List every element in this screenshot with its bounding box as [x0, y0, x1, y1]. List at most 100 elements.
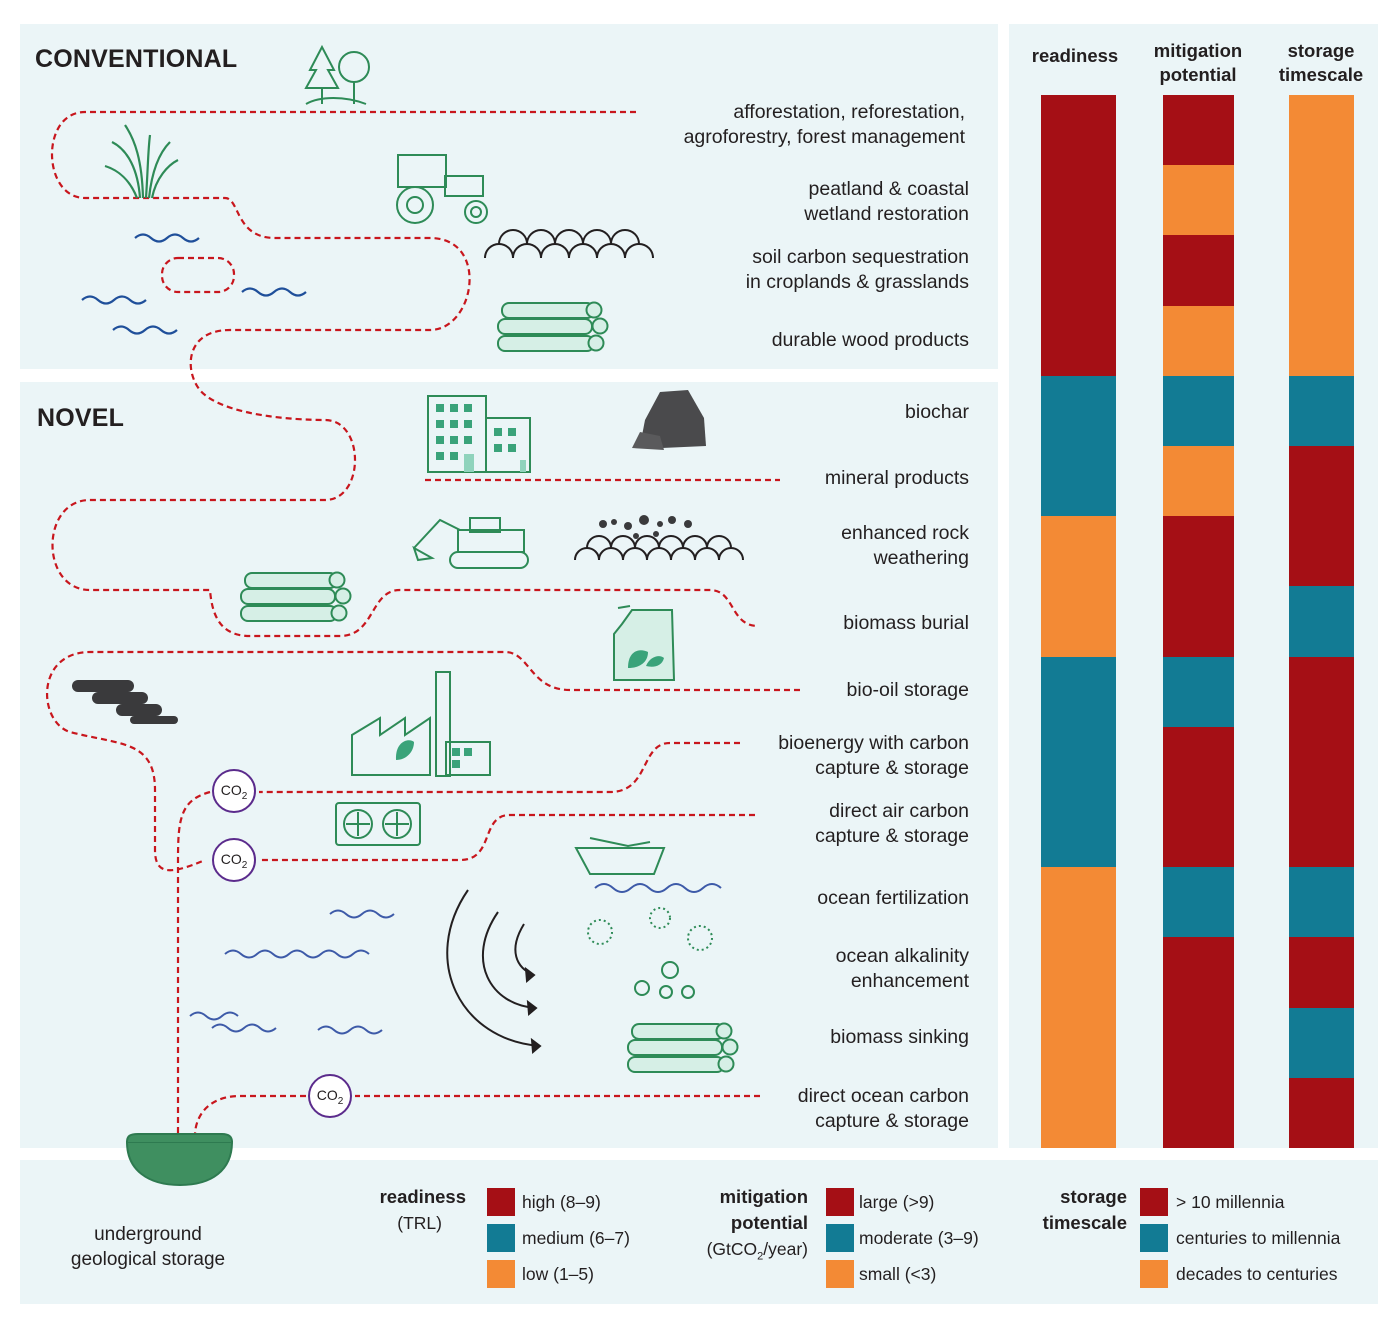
novel-panel — [20, 382, 998, 1148]
rating-cell-readiness-mineral — [1041, 446, 1116, 516]
co2-bubble-daccs: CO2 — [212, 838, 256, 882]
rating-cell-storage-oceanfert — [1289, 867, 1354, 937]
pathway-beccs-down — [176, 790, 211, 1135]
rating-cell-storage-mineral — [1289, 446, 1354, 516]
method-wood: durable wood products — [771, 329, 969, 351]
rating-cell-readiness-sinking — [1041, 1008, 1116, 1078]
rating-cell-mitigation-wood — [1163, 306, 1234, 376]
rating-cell-readiness-wood — [1041, 306, 1116, 376]
legend-swatch-large — [826, 1188, 854, 1216]
fan-box-icon — [335, 802, 421, 846]
legend-swatch-high — [487, 1188, 515, 1216]
rating-cell-mitigation-burial — [1163, 586, 1234, 657]
rating-cell-readiness-beccs — [1041, 727, 1116, 797]
pathway-beccs — [259, 741, 740, 794]
rating-cell-storage-rock — [1289, 516, 1354, 586]
legend-label-large: large (>9) — [859, 1192, 935, 1212]
rock-icon — [632, 390, 706, 450]
legend-swatch-medium — [487, 1224, 515, 1252]
rating-cell-storage-biooil — [1289, 657, 1354, 727]
dashed-capsule — [160, 256, 236, 294]
geological-storage-icon — [125, 1133, 234, 1187]
rating-cell-mitigation-daccs — [1163, 797, 1234, 867]
rating-cell-mitigation-beccs — [1163, 727, 1234, 797]
rating-cell-mitigation-peatland — [1163, 165, 1234, 235]
rating-cell-readiness-rock — [1041, 516, 1116, 586]
legend-label-high: high (8–9) — [522, 1192, 601, 1212]
rating-cell-mitigation-doccs — [1163, 1078, 1234, 1148]
rating-cell-mitigation-oae — [1163, 937, 1234, 1008]
ocean-wave-icons — [189, 883, 722, 1035]
method-afforestation: afforestation, reforestation,agroforestr… — [683, 101, 965, 148]
legend-swatch-small — [826, 1260, 854, 1288]
factory-icon — [351, 671, 491, 777]
rating-cell-storage-wood — [1289, 306, 1354, 376]
tractor-icon — [396, 154, 488, 224]
weathering-icon — [574, 515, 744, 561]
legend-label-moderate: moderate (3–9) — [859, 1228, 979, 1248]
method-biochar: biochar — [905, 401, 969, 423]
method-mineral: mineral products — [824, 467, 969, 489]
rating-cell-mitigation-afforestation — [1163, 95, 1234, 165]
rating-cell-readiness-oceanfert — [1041, 867, 1116, 937]
bar-readiness — [1041, 95, 1116, 1148]
rating-cell-storage-sinking — [1289, 1008, 1354, 1078]
legend-mitigation-sub: (GtCO2/year) — [706, 1239, 808, 1263]
circulation-arrows-icon — [446, 889, 542, 1055]
rating-cell-mitigation-soil — [1163, 235, 1234, 306]
rating-cell-mitigation-biooil — [1163, 657, 1234, 727]
legend-swatch-centuries-millennia — [1140, 1224, 1168, 1252]
pathway-biooil — [45, 650, 800, 872]
rating-cell-storage-doccs — [1289, 1078, 1354, 1148]
wave-icons — [81, 233, 307, 335]
novel-title: NOVEL — [37, 404, 125, 432]
smoke-icon — [72, 680, 178, 724]
rating-cell-storage-afforestation — [1289, 95, 1354, 165]
legend-readiness-title: readiness — [379, 1186, 466, 1207]
column-header-readiness: readiness — [1031, 45, 1119, 66]
buildings-icon — [427, 395, 531, 473]
excavator-icon — [412, 517, 529, 569]
rating-cell-readiness-burial — [1041, 586, 1116, 657]
legend-label-decades-centuries: decades to centuries — [1176, 1264, 1338, 1284]
legend-swatch-decades-centuries — [1140, 1260, 1168, 1288]
legend-swatch-moderate — [826, 1224, 854, 1252]
rating-cell-storage-oae — [1289, 937, 1354, 1008]
soil-icon — [484, 229, 654, 259]
plankton-icon — [587, 907, 713, 999]
rating-cell-readiness-oae — [1041, 937, 1116, 1008]
boat-icon — [574, 837, 666, 875]
legend-swatch-millennia — [1140, 1188, 1168, 1216]
rating-cell-storage-biochar — [1289, 376, 1354, 446]
pathway-daccs — [259, 813, 755, 862]
jerrycan-icon — [613, 605, 676, 681]
co2-bubble-beccs: CO2 — [212, 769, 256, 813]
co2-bubble-doccs: CO2 — [308, 1074, 352, 1118]
method-sinking: biomass sinking — [830, 1026, 969, 1048]
logs-icon — [627, 1022, 739, 1073]
logs-icon — [497, 301, 609, 352]
rating-cell-storage-burial — [1289, 586, 1354, 657]
pathway-doccs-down — [193, 1094, 306, 1136]
rating-cell-storage-daccs — [1289, 797, 1354, 867]
rating-cell-readiness-biooil — [1041, 657, 1116, 727]
legend-label-millennia: > 10 millennia — [1176, 1192, 1285, 1212]
logs-icon — [240, 571, 352, 622]
bar-storage — [1289, 95, 1354, 1148]
rating-cell-readiness-biochar — [1041, 376, 1116, 446]
method-oceanfert: ocean fertilization — [817, 887, 969, 909]
legend-label-low: low (1–5) — [522, 1264, 594, 1284]
pathway-main — [50, 110, 759, 638]
bar-mitigation — [1163, 95, 1234, 1148]
rating-cell-readiness-peatland — [1041, 165, 1116, 235]
